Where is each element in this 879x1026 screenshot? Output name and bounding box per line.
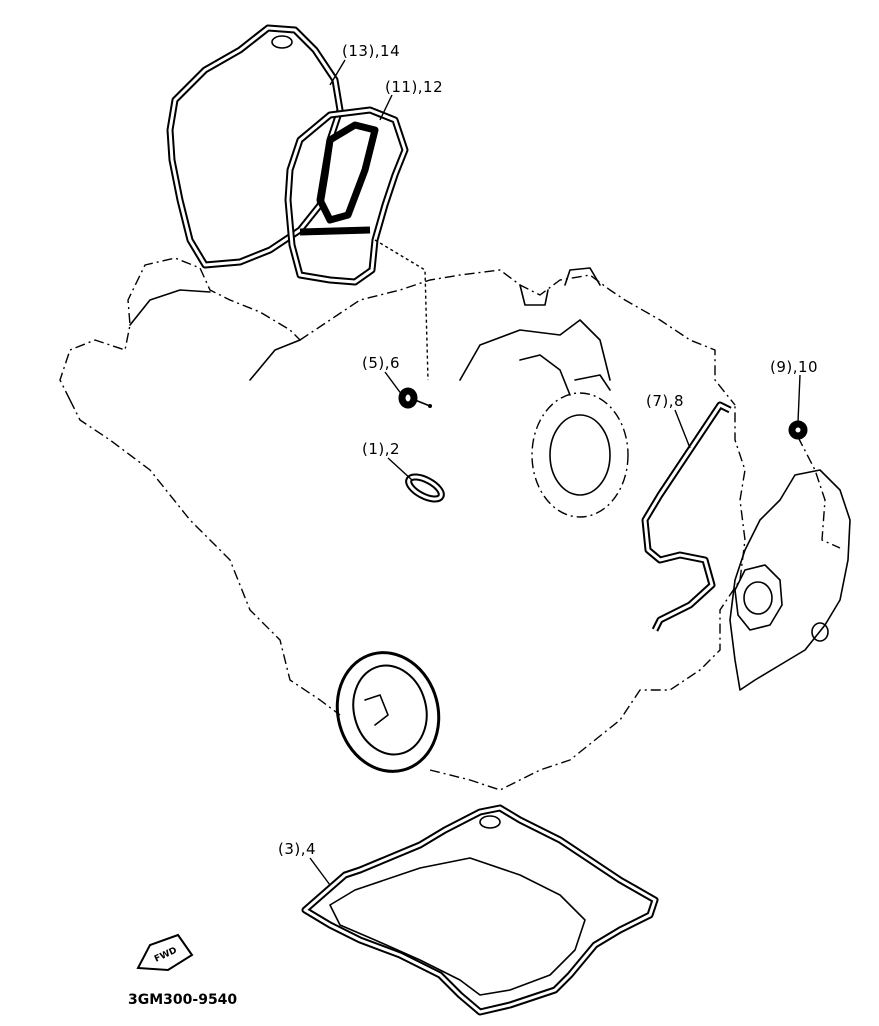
callout-13-14: (13),14: [342, 42, 400, 60]
leader-lines: [309, 59, 801, 886]
forward-arrow-icon: FWD: [136, 933, 194, 972]
crankcase-outline: [59, 257, 746, 791]
callout-7-8: (7),8: [646, 392, 684, 410]
callout-11-12: (11),12: [385, 78, 443, 96]
side-cover-gasket: [641, 401, 732, 632]
diagram-code: 3GM300-9540: [128, 992, 237, 1008]
callout-9-10: (9),10: [770, 358, 818, 376]
right-cover: [729, 420, 851, 691]
oil-pan-gasket: [301, 804, 659, 1016]
callout-1-2: (1),2: [362, 440, 400, 458]
inner-cover-gasket: [284, 106, 409, 286]
callout-3-4: (3),4: [278, 840, 316, 858]
drain-plug-seal: [374, 239, 432, 409]
callout-5-6: (5),6: [362, 354, 400, 372]
oil-seal: [335, 651, 441, 773]
small-gasket: [405, 473, 445, 503]
